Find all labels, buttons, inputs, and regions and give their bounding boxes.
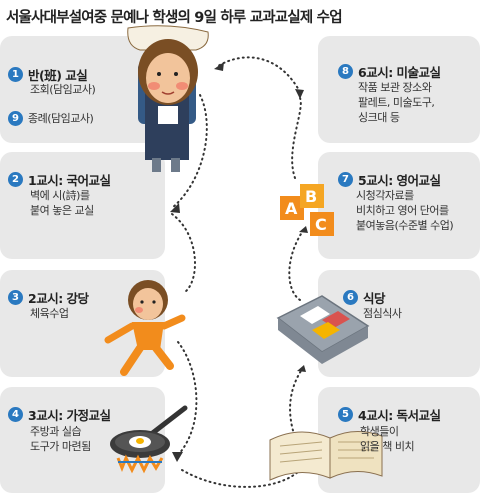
card-korean: [0, 152, 165, 259]
card-art: [318, 36, 480, 143]
stop-number-badge: 5: [338, 407, 353, 422]
stop-description: 학생들이 읽을 책 비치: [360, 425, 415, 453]
stop-description: 벽에 시(詩)를 붙여 놓은 교실: [30, 189, 94, 217]
stop-name: 식당: [363, 291, 386, 306]
abc-letter-a: A: [285, 199, 298, 218]
frying-pan-illustration: [110, 405, 188, 474]
stop-number-badge: 7: [338, 172, 353, 187]
stop-name: 5교시: 영어교실: [358, 173, 441, 188]
route-arrowheads: [170, 62, 308, 462]
lunch-tray-illustration: [276, 295, 370, 364]
stop-description: 주방과 실습 도구가 마련됨: [30, 425, 91, 453]
stop-description: 종례(담임교사): [28, 112, 94, 125]
stop-name: 반(班) 교실: [28, 68, 88, 83]
stop-description: 체육수업: [30, 307, 69, 320]
stop-cafeteria: 6 식당: [343, 288, 386, 307]
stop-cooking: 4 3교시: 가정교실: [8, 405, 111, 424]
stop-name: 6교시: 미술교실: [358, 65, 441, 80]
stop-name: 2교시: 강당: [28, 291, 89, 306]
stop-description: 점심식사: [363, 307, 402, 320]
stop-homeroom: 1 반(班) 교실: [8, 65, 88, 84]
book-illustration: [269, 431, 383, 481]
page-title: 서울사대부설여중 문예나 학생의 9일 하루 교과교실제 수업: [6, 10, 343, 26]
stop-number-badge: 9: [8, 111, 23, 126]
gym-student-illustration: [104, 280, 186, 376]
stop-reading: 5 4교시: 독서교실: [338, 405, 441, 424]
stop-english: 7 5교시: 영어교실: [338, 170, 441, 189]
card-homeroom: [0, 36, 165, 143]
abc-blocks-illustration: [280, 184, 334, 236]
stop-description: 조회(담임교사): [30, 83, 96, 96]
stop-number-badge: 1: [8, 67, 23, 82]
student-illustration: [127, 25, 209, 172]
stop-art: 8 6교시: 미술교실: [338, 62, 441, 81]
stop-number-badge: 8: [338, 64, 353, 79]
stop-name: 1교시: 국어교실: [28, 173, 111, 188]
card-english: [318, 152, 480, 259]
stop-number-badge: 3: [8, 290, 23, 305]
stop-description: 시청각자료를 비치하고 영어 단어를 붙여놓음(수준별 수업): [356, 189, 454, 232]
stop-number-badge: 4: [8, 407, 23, 422]
abc-letter-b: B: [305, 187, 318, 206]
stop-gym: 3 2교시: 강당: [8, 288, 89, 307]
stop-name: 4교시: 독서교실: [358, 408, 441, 423]
stop-number-badge: 6: [343, 290, 358, 305]
stop-name: 3교시: 가정교실: [28, 408, 111, 423]
abc-letter-c: C: [315, 215, 327, 234]
stop-number-badge: 2: [8, 172, 23, 187]
stop-dismissal: 9 종례(담임교사): [8, 111, 94, 126]
stop-korean: 2 1교시: 국어교실: [8, 170, 111, 189]
stop-description: 작품 보관 장소와 팔레트, 미술도구, 싱크대 등: [358, 81, 435, 124]
